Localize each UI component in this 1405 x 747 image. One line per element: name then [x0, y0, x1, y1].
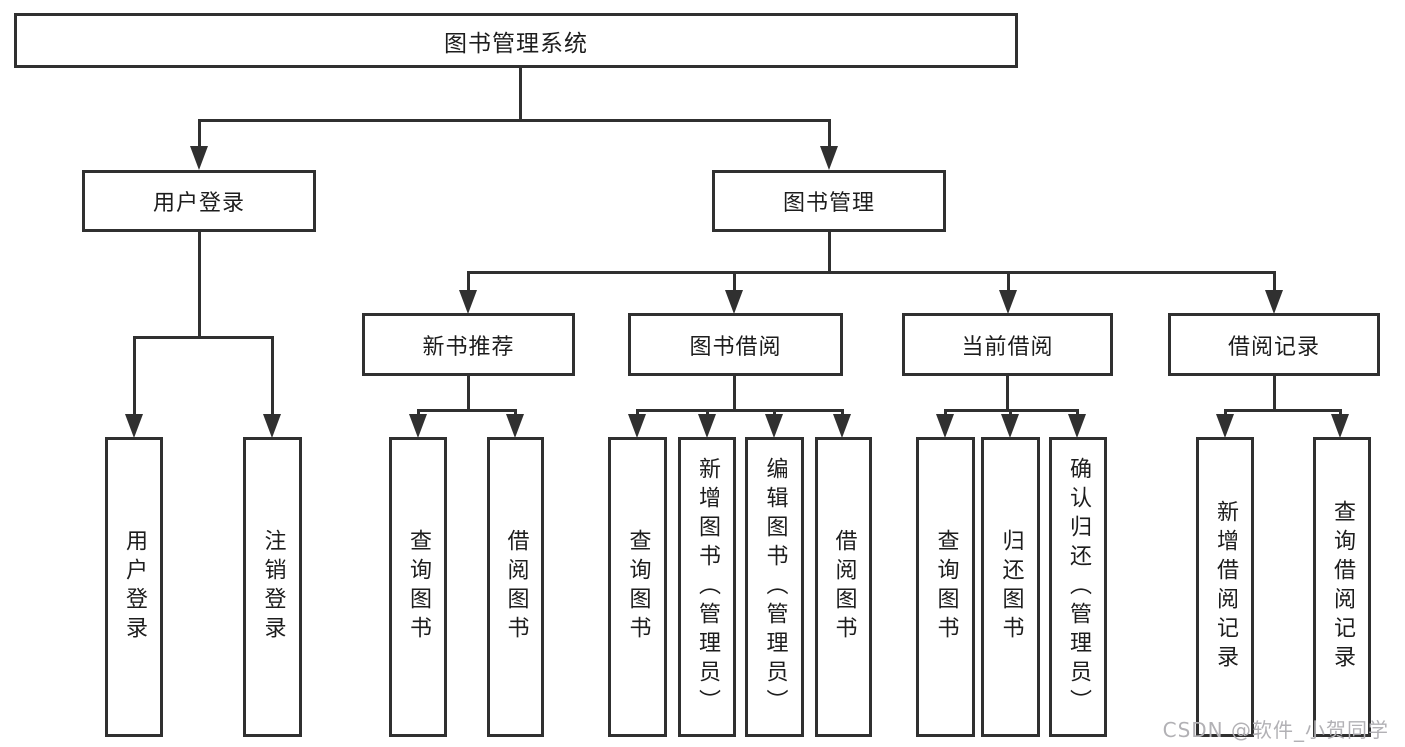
- node-book-management-label: 图书管理: [782, 191, 875, 216]
- leaf-borrow-query-books: 查询图书: [608, 437, 667, 737]
- connector-drop-manage: [828, 119, 831, 149]
- leaf-current-confirm-return-admin: 确认归还（管理员）: [1049, 437, 1107, 737]
- arrowhead-into-recommend-borrow: [506, 414, 524, 438]
- node-current-borrow-label: 当前借阅: [961, 334, 1054, 360]
- arrowhead-into-logout: [263, 414, 281, 438]
- connector-drop-borrow-lend: [841, 409, 844, 417]
- connector-drop-logout: [271, 336, 274, 416]
- node-new-book-recommend: 新书推荐: [362, 313, 575, 376]
- connector-drop-user-login: [133, 336, 136, 416]
- leaf-borrow-edit-books-admin-label: 编辑图书（管理员）: [762, 456, 788, 718]
- leaf-current-confirm-return-admin-label: 确认归还（管理员）: [1066, 456, 1091, 718]
- node-user-login-group-label: 用户登录: [152, 191, 245, 216]
- connector-drop-records-query: [1339, 409, 1342, 417]
- arrowhead-into-current-query: [936, 414, 954, 438]
- connector-drop-recommend: [467, 271, 470, 293]
- arrowhead-into-borrow-add: [698, 414, 716, 438]
- connector-records-stem: [1273, 374, 1276, 412]
- node-borrow-records-label: 借阅记录: [1227, 334, 1320, 360]
- leaf-borrow-lend-books-label: 借阅图书: [831, 529, 857, 645]
- leaf-borrow-add-books-admin: 新增图书（管理员）: [678, 437, 736, 737]
- connector-drop-borrow-add: [706, 409, 709, 417]
- arrowhead-into-manage: [820, 146, 838, 170]
- arrowhead-into-records-add: [1216, 414, 1234, 438]
- leaf-records-add-record: 新增借阅记录: [1196, 437, 1254, 737]
- arrowhead-into-user-login: [125, 414, 143, 438]
- arrowhead-into-borrow: [725, 290, 743, 314]
- arrowhead-into-recommend-query: [409, 414, 427, 438]
- connector-manage-rail: [467, 271, 1276, 274]
- connector-drop-current-query: [944, 409, 947, 417]
- node-book-borrow: 图书借阅: [628, 313, 843, 376]
- connector-drop-current: [1007, 271, 1010, 293]
- connector-drop-records-add: [1224, 409, 1227, 417]
- connector-root-stem: [519, 66, 522, 122]
- arrowhead-into-current-confirm: [1068, 414, 1086, 438]
- leaf-records-query-record: 查询借阅记录: [1313, 437, 1371, 737]
- leaf-logout: 注销登录: [243, 437, 302, 737]
- leaf-recommend-borrow-books-label: 借阅图书: [503, 529, 529, 645]
- leaf-records-add-record-label: 新增借阅记录: [1213, 500, 1238, 674]
- connector-drop-login: [198, 119, 201, 149]
- arrowhead-into-login: [190, 146, 208, 170]
- leaf-borrow-lend-books: 借阅图书: [815, 437, 872, 737]
- arrowhead-into-recommend: [459, 290, 477, 314]
- leaf-current-query-books: 查询图书: [916, 437, 975, 737]
- arrowhead-into-records: [1265, 290, 1283, 314]
- connector-drop-borrow-edit: [773, 409, 776, 417]
- node-current-borrow: 当前借阅: [902, 313, 1113, 376]
- connector-login-rail: [133, 336, 274, 339]
- leaf-user-login: 用户登录: [105, 437, 163, 737]
- leaf-current-query-books-label: 查询图书: [933, 529, 959, 645]
- leaf-records-query-record-label: 查询借阅记录: [1330, 500, 1355, 674]
- arrowhead-into-current-return: [1001, 414, 1019, 438]
- leaf-current-return-books-label: 归还图书: [998, 529, 1024, 645]
- node-root-label: 图书管理系统: [444, 30, 588, 57]
- connector-recommend-stem: [467, 374, 470, 412]
- connector-root-rail: [198, 119, 831, 122]
- leaf-borrow-add-books-admin-label: 新增图书（管理员）: [695, 456, 720, 718]
- leaf-current-return-books: 归还图书: [981, 437, 1040, 737]
- node-new-book-recommend-label: 新书推荐: [422, 334, 515, 360]
- connector-manage-stem: [828, 230, 831, 274]
- node-book-borrow-label: 图书借阅: [689, 334, 782, 360]
- arrowhead-into-borrow-lend: [833, 414, 851, 438]
- connector-drop-current-confirm: [1076, 409, 1079, 417]
- arrowhead-into-records-query: [1331, 414, 1349, 438]
- connector-drop-borrow-query: [636, 409, 639, 417]
- node-borrow-records: 借阅记录: [1168, 313, 1380, 376]
- connector-borrow-stem: [733, 374, 736, 412]
- connector-recommend-rail: [417, 409, 517, 412]
- node-root: 图书管理系统: [14, 13, 1018, 68]
- leaf-borrow-query-books-label: 查询图书: [625, 529, 651, 645]
- connector-drop-recommend-query: [417, 409, 420, 417]
- arrowhead-into-borrow-edit: [765, 414, 783, 438]
- leaf-user-login-label: 用户登录: [122, 529, 147, 645]
- arrowhead-into-borrow-query: [628, 414, 646, 438]
- connector-records-rail: [1224, 409, 1342, 412]
- connector-drop-recommend-borrow: [514, 409, 517, 417]
- connector-drop-current-return: [1009, 409, 1012, 417]
- arrowhead-into-current: [999, 290, 1017, 314]
- connector-borrow-rail: [636, 409, 843, 412]
- leaf-borrow-edit-books-admin: 编辑图书（管理员）: [745, 437, 804, 737]
- csdn-watermark: CSDN @软件_小贺同学: [1162, 718, 1389, 742]
- connector-drop-records: [1273, 271, 1276, 293]
- leaf-recommend-query-books: 查询图书: [389, 437, 447, 737]
- connector-login-stem: [198, 230, 201, 339]
- node-book-management: 图书管理: [712, 170, 946, 232]
- node-user-login-group: 用户登录: [82, 170, 316, 232]
- connector-drop-borrow: [733, 271, 736, 293]
- leaf-recommend-query-books-label: 查询图书: [406, 529, 431, 645]
- leaf-logout-label: 注销登录: [260, 529, 286, 645]
- leaf-recommend-borrow-books: 借阅图书: [487, 437, 544, 737]
- connector-current-stem: [1006, 374, 1009, 412]
